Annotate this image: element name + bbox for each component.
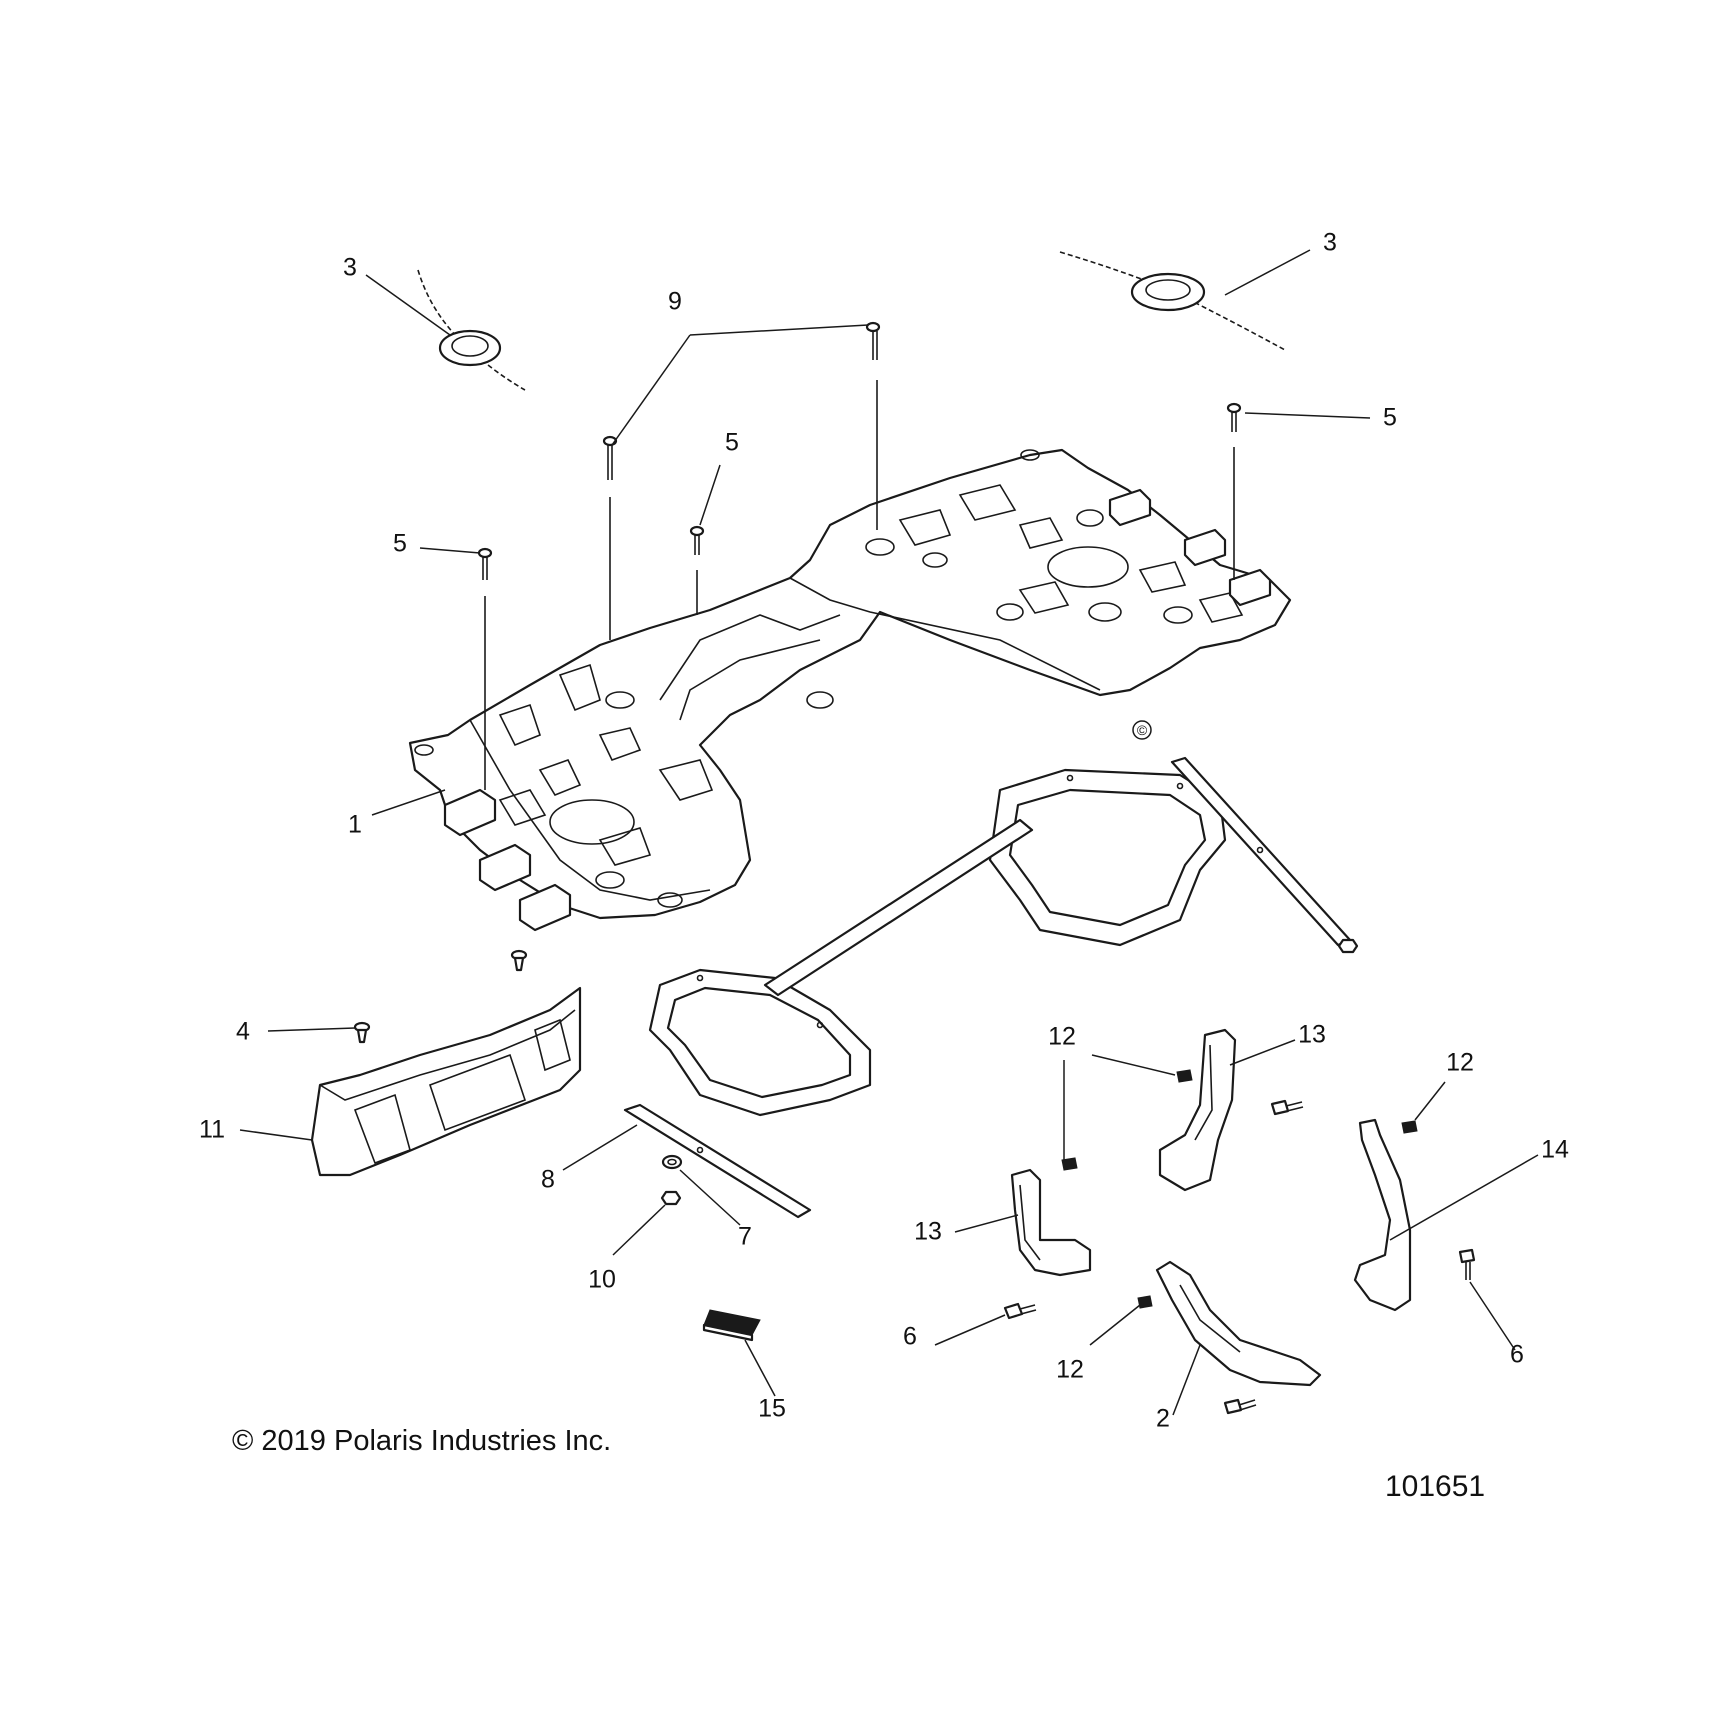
bolt-part-6-c (1270, 1099, 1304, 1116)
bracket-part-2 (1155, 1260, 1322, 1387)
fastener-part-4-upper (510, 949, 528, 972)
callout-5-center: 5 (725, 428, 739, 457)
callout-2: 2 (1156, 1404, 1170, 1433)
washer-part-7 (661, 1154, 683, 1170)
bolt-part-9-right (865, 321, 881, 530)
callout-14: 14 (1541, 1135, 1569, 1164)
callout-5-left: 5 (393, 529, 407, 558)
pad-part-15 (702, 1309, 761, 1342)
callout-15: 15 (758, 1394, 786, 1423)
bolt-part-6-a (1003, 1302, 1037, 1320)
bolt-part-6-d (1223, 1398, 1257, 1415)
clip-part-12-d (1137, 1295, 1153, 1309)
copyright-notice: © 2019 Polaris Industries Inc. (232, 1425, 612, 1457)
copyright-mark-text: © (1136, 722, 1148, 738)
rear-rack-part-1 (408, 448, 1292, 932)
callout-4: 4 (236, 1017, 250, 1046)
callout-7: 7 (738, 1222, 752, 1251)
tie-down-left-part-3 (417, 269, 526, 391)
callout-13-upper: 13 (1298, 1020, 1326, 1049)
callout-8: 8 (541, 1165, 555, 1194)
bracket-part-13-lower (1010, 1168, 1092, 1277)
bracket-part-13-upper (1158, 1028, 1237, 1192)
bracket-part-14 (1353, 1118, 1412, 1312)
callout-12-c: 12 (1446, 1048, 1474, 1077)
nut-part-10 (660, 1190, 682, 1206)
clip-part-12-a (1176, 1069, 1193, 1083)
callout-13-lower: 13 (914, 1217, 942, 1246)
rack-frame-part-8 (623, 756, 1352, 1219)
nut-part-10-upper (1337, 938, 1359, 954)
bolt-part-6-b (1458, 1248, 1476, 1280)
bolt-part-5-right (1226, 402, 1242, 580)
callout-10: 10 (588, 1265, 616, 1294)
callout-6-left: 6 (903, 1322, 917, 1351)
callout-12-d: 12 (1056, 1355, 1084, 1384)
callout-6-right: 6 (1510, 1340, 1524, 1369)
rear-panel-part-11 (310, 986, 582, 1177)
fastener-part-4 (353, 1021, 371, 1044)
callout-12-a: 12 (1048, 1022, 1076, 1051)
bolt-part-9-left (602, 435, 618, 640)
bolt-part-5-center (689, 525, 705, 615)
copyright-mark (1132, 720, 1152, 740)
callout-5-right: 5 (1383, 403, 1397, 432)
callout-11: 11 (199, 1115, 225, 1144)
clip-part-12-b (1061, 1157, 1078, 1171)
callout-3-right: 3 (1323, 228, 1337, 257)
diagram-number: 101651 (1385, 1470, 1486, 1503)
leader-lines (239, 249, 1539, 1416)
callout-3-left: 3 (343, 253, 357, 282)
callout-1: 1 (348, 810, 362, 839)
callout-9: 9 (668, 287, 682, 316)
tie-down-right-part-3 (1059, 251, 1286, 351)
clip-part-12-c (1401, 1120, 1418, 1134)
